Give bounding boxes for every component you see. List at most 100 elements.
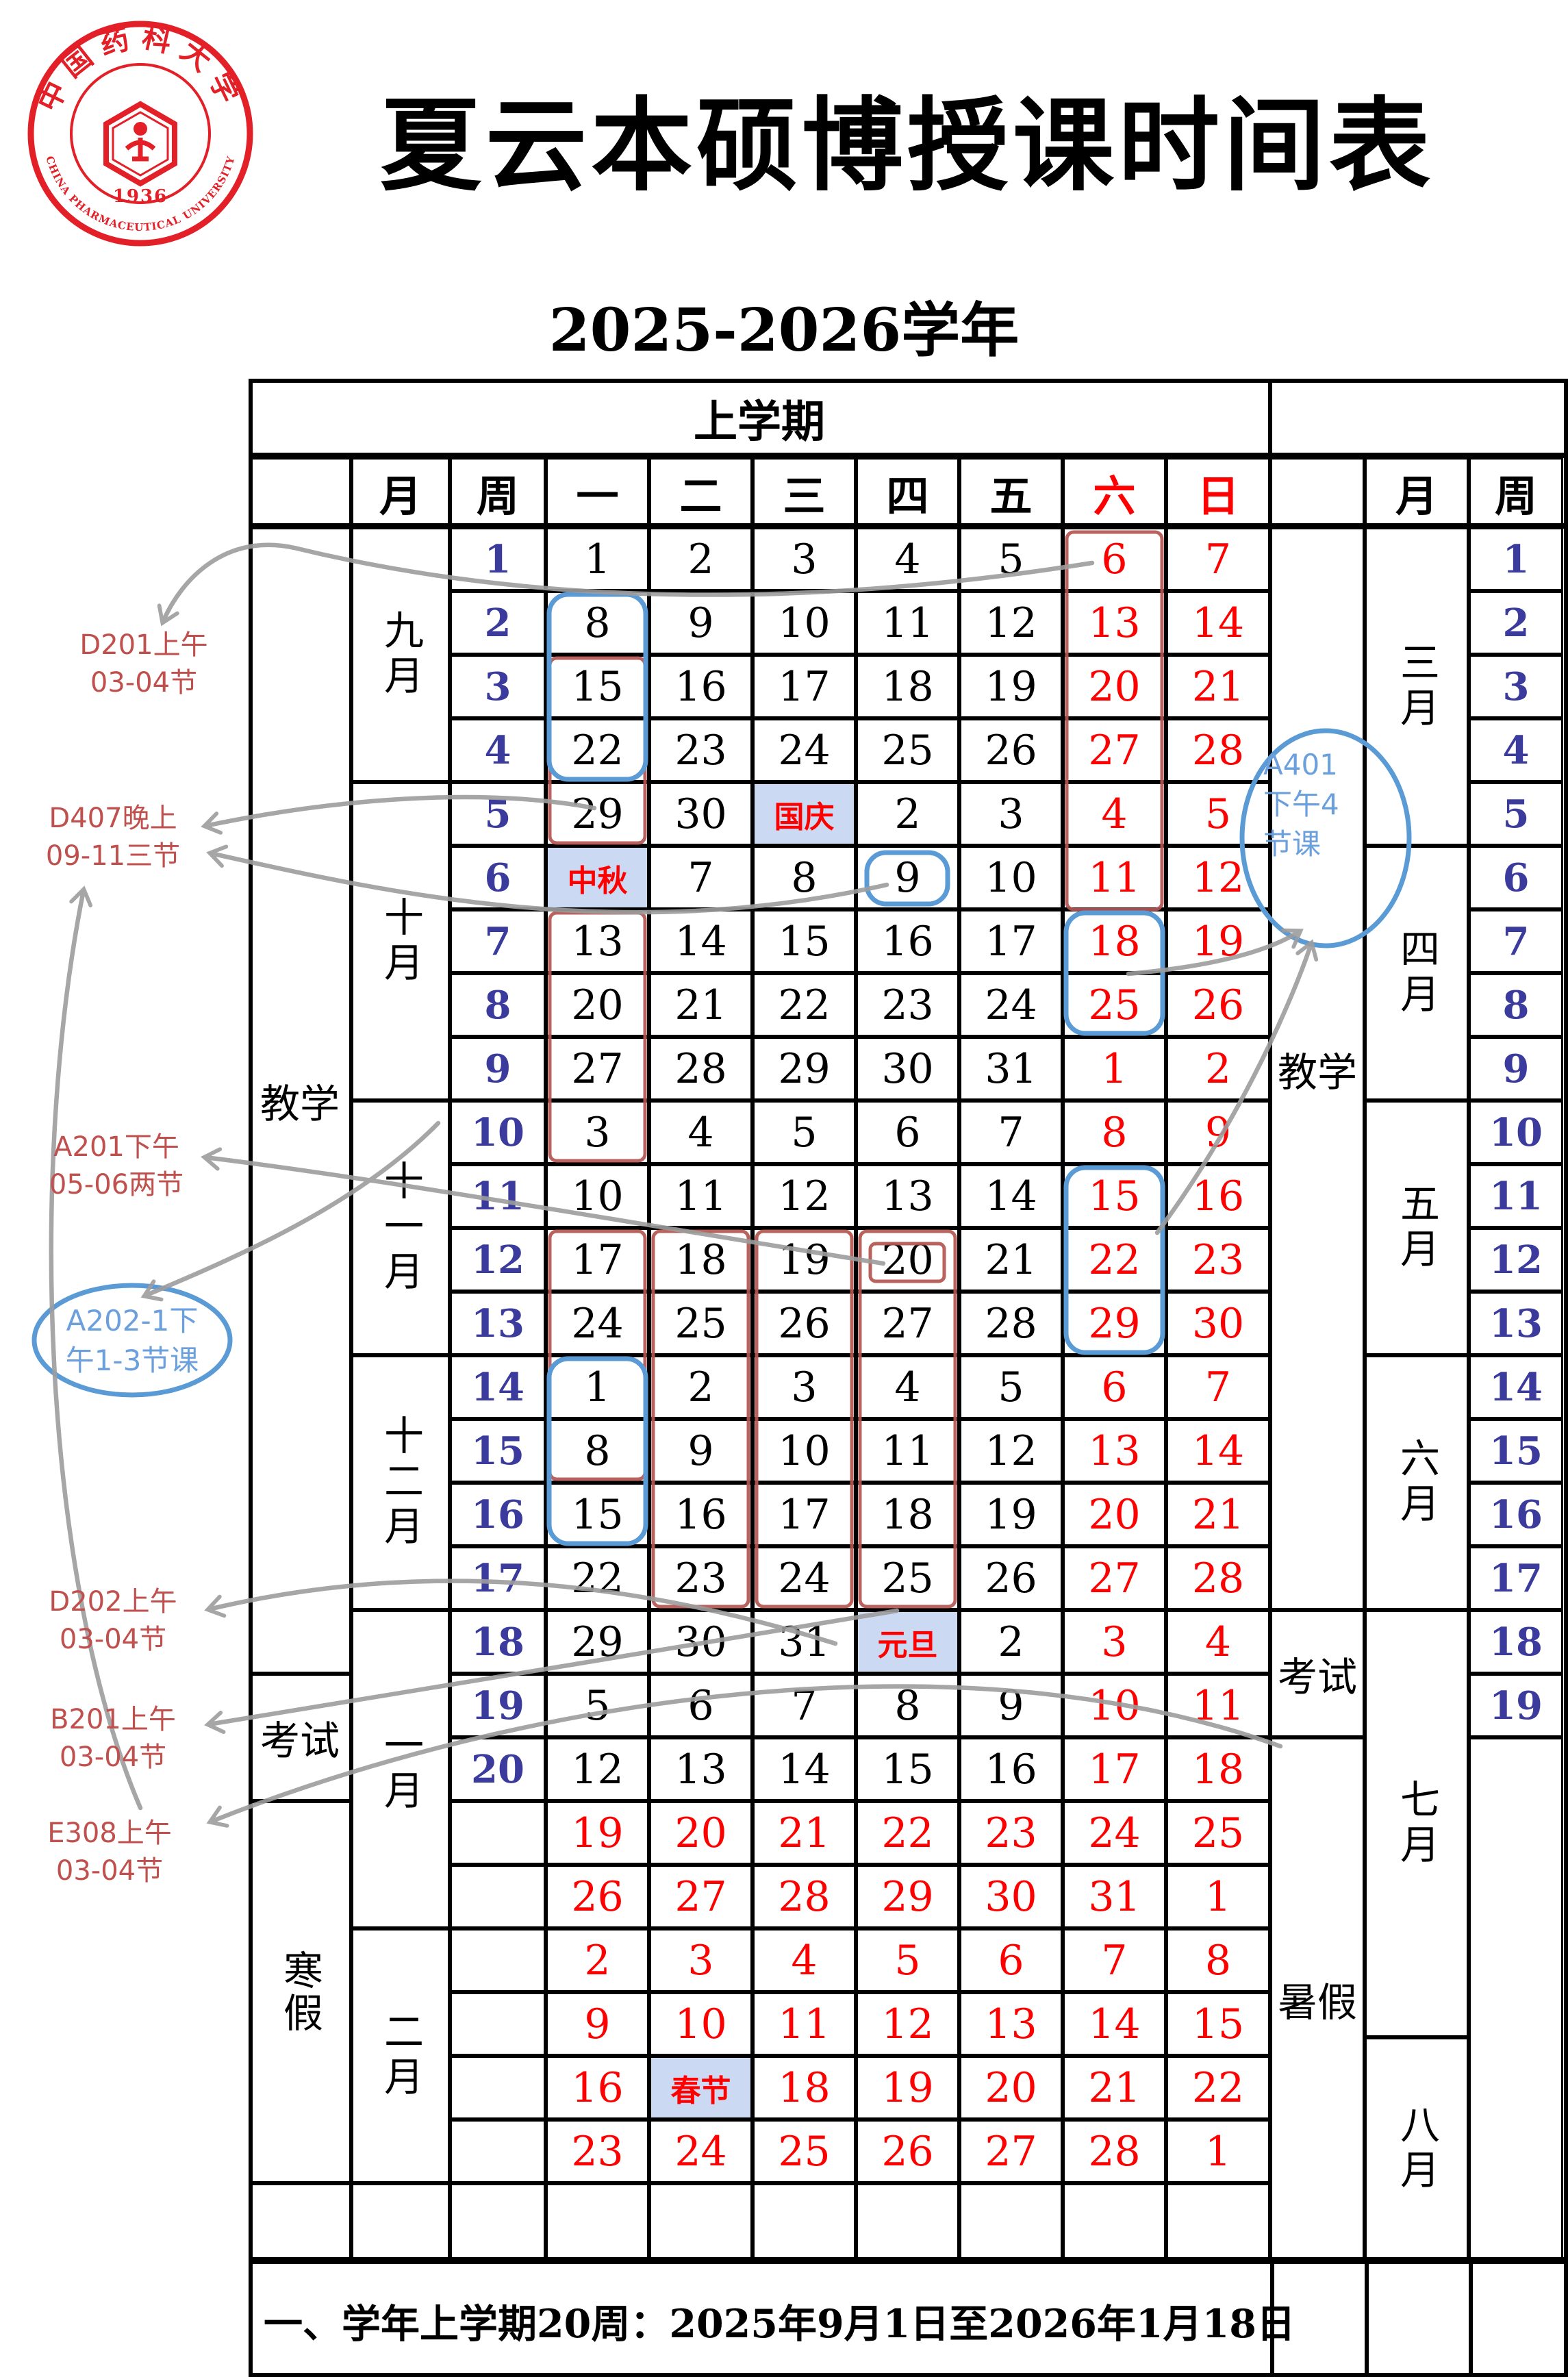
page-subtitle: 2025-2026学年 (548, 296, 1020, 365)
week-number: 4 (450, 718, 546, 782)
day-cell: 15 (1166, 1992, 1270, 2056)
day-cell: 27 (1063, 1546, 1166, 1610)
table-border (249, 2257, 1568, 2264)
day-cell: 22 (546, 718, 649, 782)
seal-hexagon-emblem (103, 101, 177, 187)
month-label-left: 一月 (351, 1610, 450, 1928)
empty-cell (959, 2183, 1063, 2260)
day-cell: 7 (753, 1674, 856, 1737)
semester-header-right-clipped (1270, 379, 1568, 457)
holiday-cell: 元旦 (856, 1610, 959, 1674)
week-number: 19 (450, 1674, 546, 1737)
day-cell: 13 (856, 1164, 959, 1228)
week-number-right: 10 (1469, 1101, 1563, 1164)
empty-cell (351, 2183, 450, 2260)
status-label-right-教学: 教学 (1270, 527, 1365, 1610)
day-cell: 11 (649, 1164, 753, 1228)
day-cell: 14 (753, 1737, 856, 1801)
day-cell: 8 (753, 846, 856, 909)
day-cell: 16 (959, 1737, 1063, 1801)
day-cell: 25 (1063, 973, 1166, 1037)
col-header-week-right: 周 (1469, 457, 1563, 527)
day-cell: 10 (753, 1419, 856, 1483)
week-number: 1 (450, 527, 546, 591)
day-cell: 26 (856, 2120, 959, 2183)
day-cell: 19 (959, 655, 1063, 718)
empty-cell (450, 2120, 546, 2183)
day-cell: 3 (753, 1355, 856, 1419)
day-cell: 15 (1063, 1164, 1166, 1228)
day-cell: 7 (1166, 527, 1270, 591)
day-cell: 27 (546, 1037, 649, 1101)
day-cell: 31 (753, 1610, 856, 1674)
day-cell: 9 (856, 846, 959, 909)
day-cell: 12 (959, 1419, 1063, 1483)
day-cell: 19 (546, 1801, 649, 1865)
day-cell: 28 (649, 1037, 753, 1101)
empty-cell (450, 2056, 546, 2120)
day-cell: 31 (1063, 1865, 1166, 1928)
seal-outer-ring (27, 21, 253, 247)
week-number: 6 (450, 846, 546, 909)
day-cell: 12 (856, 1992, 959, 2056)
day-cell: 1 (1166, 1865, 1270, 1928)
day-cell: 5 (856, 1928, 959, 1992)
month-label-left: 十二月 (351, 1355, 450, 1610)
day-cell: 29 (753, 1037, 856, 1101)
day-cell: 14 (1166, 1419, 1270, 1483)
week-number-right: 9 (1469, 1037, 1563, 1101)
day-cell: 26 (753, 1292, 856, 1355)
day-cell: 18 (1166, 1737, 1270, 1801)
day-cell: 21 (753, 1801, 856, 1865)
day-cell: 13 (649, 1737, 753, 1801)
day-cell: 20 (959, 2056, 1063, 2120)
week-number-right: 1 (1469, 527, 1563, 591)
day-cell: 22 (1166, 2056, 1270, 2120)
day-cell: 27 (959, 2120, 1063, 2183)
day-cell: 30 (649, 782, 753, 846)
week-number-right: 6 (1469, 846, 1563, 909)
day-cell: 25 (856, 1546, 959, 1610)
day-cell: 2 (1166, 1037, 1270, 1101)
day-cell: 3 (959, 782, 1063, 846)
day-cell: 26 (959, 1546, 1063, 1610)
university-logo-seal: 中国药科大学 CHINA PHARMACEUTICAL UNIVERSITY 1… (24, 17, 257, 250)
day-cell: 21 (959, 1228, 1063, 1292)
day-cell: 24 (959, 973, 1063, 1037)
empty-cell (649, 2183, 753, 2260)
day-cell: 5 (959, 527, 1063, 591)
empty-cell (1063, 2183, 1166, 2260)
day-cell: 15 (753, 909, 856, 973)
week-number: 9 (450, 1037, 546, 1101)
day-cell: 4 (1166, 1610, 1270, 1674)
day-of-week-header: 日 (1166, 457, 1270, 527)
day-cell: 21 (1166, 1483, 1270, 1546)
empty-cell (450, 1928, 546, 1992)
week-number: 11 (450, 1164, 546, 1228)
corner-cell-left (249, 457, 351, 527)
day-cell: 3 (649, 1928, 753, 1992)
month-label-right: 四月 (1365, 846, 1469, 1101)
month-label-left: 九月 (351, 527, 450, 782)
day-cell: 20 (1063, 655, 1166, 718)
day-cell: 17 (546, 1228, 649, 1292)
week-number: 17 (450, 1546, 546, 1610)
week-number-right: 5 (1469, 782, 1563, 846)
month-label-right: 七月 (1365, 1610, 1469, 2037)
day-cell: 10 (959, 846, 1063, 909)
day-cell: 30 (649, 1610, 753, 1674)
day-cell: 14 (959, 1164, 1063, 1228)
week-number-right: 7 (1469, 909, 1563, 973)
day-cell: 24 (649, 2120, 753, 2183)
day-cell: 25 (753, 2120, 856, 2183)
day-cell: 12 (546, 1737, 649, 1801)
seal-year: 1936 (113, 186, 168, 207)
day-cell: 31 (959, 1037, 1063, 1101)
day-of-week-header: 一 (546, 457, 649, 527)
day-cell: 1 (546, 1355, 649, 1419)
week-number-right: 12 (1469, 1228, 1563, 1292)
week-number: 12 (450, 1228, 546, 1292)
empty-cell (753, 2183, 856, 2260)
day-cell: 6 (1063, 527, 1166, 591)
